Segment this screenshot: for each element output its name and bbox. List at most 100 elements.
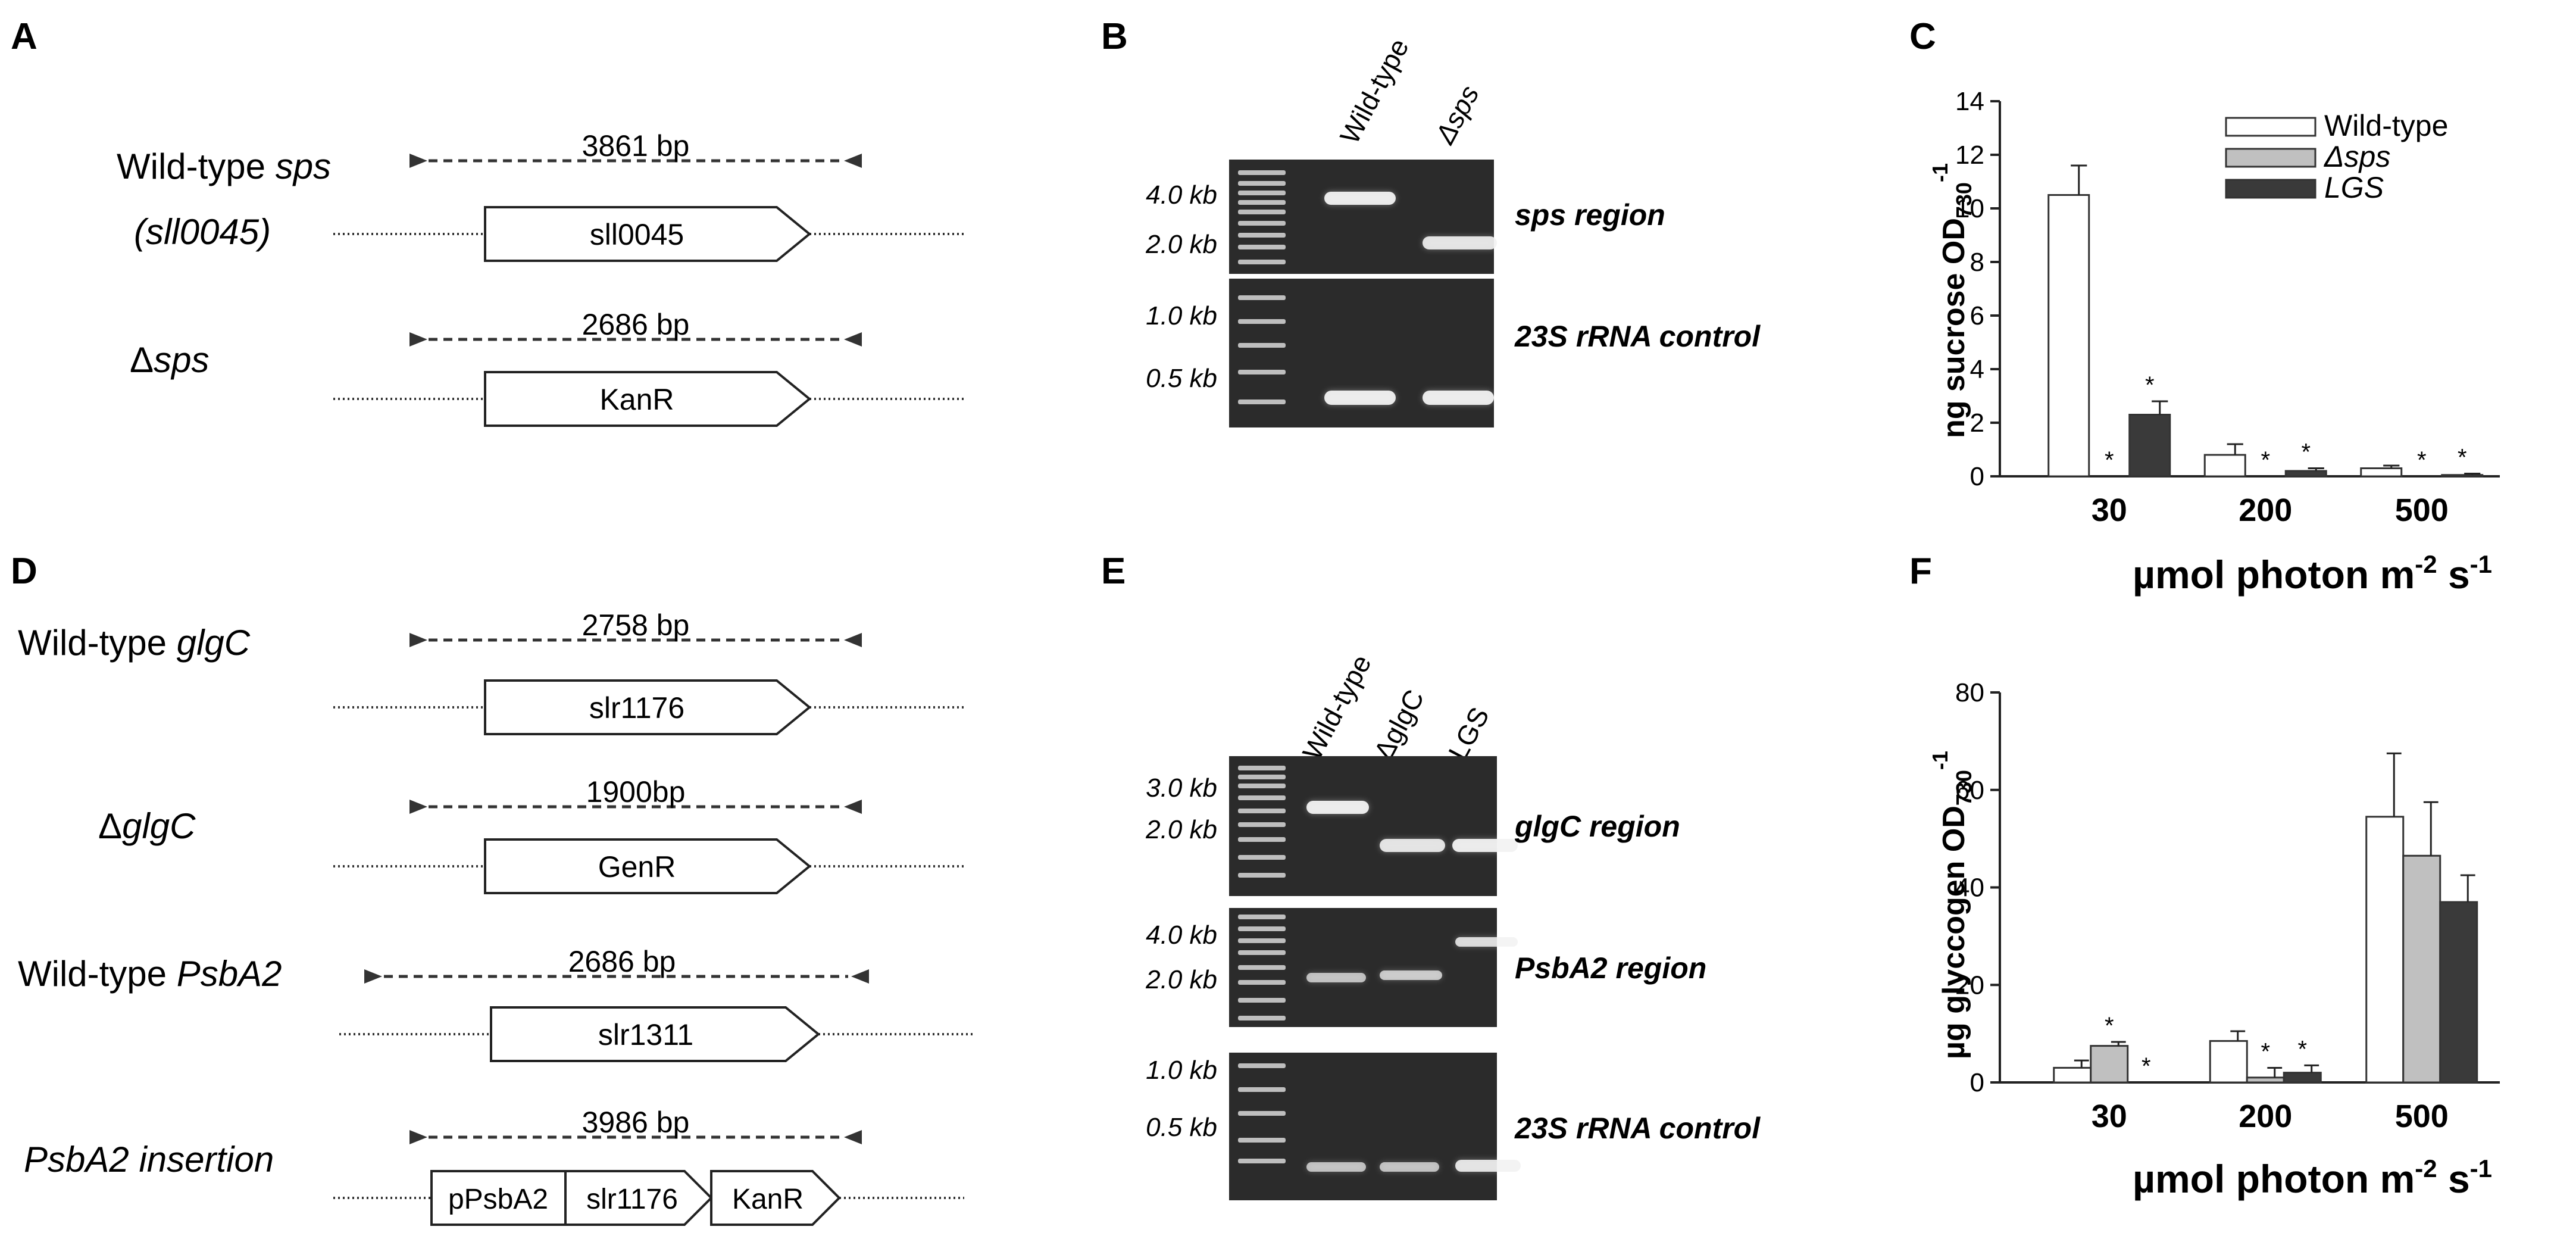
ladder-band bbox=[1238, 926, 1286, 931]
gel-caption-psba2-region: PsbA2 region bbox=[1515, 951, 1706, 985]
y-tick-label: 14 bbox=[1955, 87, 1984, 116]
legend-label: LGS bbox=[2324, 171, 2384, 204]
bar-1-1 bbox=[2246, 1076, 2285, 1084]
panel-b: B Wild-type Δsps 4.0 kb 2.0 kb 1.0 kb 0.… bbox=[1101, 16, 1761, 427]
bar-2-2 bbox=[2441, 474, 2484, 478]
bar-0-2 bbox=[2365, 816, 2405, 1084]
gene-label: KanR bbox=[732, 1184, 804, 1215]
lane-label-lgs: LGS bbox=[1442, 702, 1495, 765]
bar-2-0 bbox=[2128, 414, 2171, 478]
forward-primer-icon bbox=[409, 154, 427, 168]
lane-label-dsps: Δsps bbox=[1428, 80, 1484, 149]
y-tick-label: 6 bbox=[1970, 301, 1984, 330]
gene-arrow-slr1176 bbox=[484, 679, 812, 735]
gel-band-wild-type bbox=[1306, 801, 1369, 814]
gene-label: slr1176 bbox=[586, 1184, 678, 1215]
x-tick-label: 30 bbox=[2092, 492, 2127, 528]
panel-c: C ng sucrose OD730-1 0246810121430**200*… bbox=[1909, 16, 2500, 597]
significance-star: * bbox=[2458, 445, 2467, 471]
lane-label-dglgc: ΔglgC bbox=[1368, 685, 1430, 765]
y-tick-label: 40 bbox=[1955, 873, 1984, 903]
marker-label: 2.0 kb bbox=[1145, 230, 1217, 259]
bar-1-2 bbox=[2402, 854, 2441, 1084]
lane-label-wild-type: Wild-type bbox=[1334, 33, 1415, 149]
ladder-band bbox=[1238, 343, 1286, 348]
amplicon-size: 2686 bp bbox=[582, 308, 690, 341]
gel-image-top bbox=[1229, 160, 1497, 274]
y-tick-label: 60 bbox=[1955, 776, 1984, 805]
amplicon-size: 2686 bp bbox=[568, 945, 676, 978]
ladder-band bbox=[1238, 233, 1286, 238]
ladder-band bbox=[1238, 775, 1286, 779]
ladder-band bbox=[1238, 1063, 1286, 1068]
gel-background bbox=[1229, 160, 1494, 274]
gene-arrow-slr1176 bbox=[564, 1170, 713, 1226]
gel-caption-sps-region: sps region bbox=[1515, 198, 1665, 232]
y-tick-label: 0 bbox=[1970, 462, 1984, 491]
gene-label: slr1311 bbox=[598, 1018, 693, 1051]
bar-0-0 bbox=[2047, 194, 2090, 478]
gene-arrow-kanr bbox=[710, 1170, 841, 1226]
y-tick-label: 8 bbox=[1970, 248, 1984, 277]
gel-band-lgs bbox=[1455, 1160, 1521, 1172]
ladder-band bbox=[1238, 873, 1286, 878]
gel-bands bbox=[1238, 766, 1521, 1172]
forward-primer-icon bbox=[409, 1130, 427, 1144]
ladder-band bbox=[1238, 200, 1286, 205]
panel-letter-c: C bbox=[1909, 16, 1936, 57]
ladder-band bbox=[1238, 822, 1286, 827]
forward-primer-icon bbox=[409, 633, 427, 647]
significance-star: * bbox=[2297, 1036, 2307, 1062]
legend-label: Wild-type bbox=[2324, 109, 2448, 142]
significance-star: * bbox=[2261, 447, 2270, 473]
ladder-band bbox=[1238, 950, 1286, 955]
reverse-primer-icon bbox=[844, 332, 862, 347]
gel-background bbox=[1229, 279, 1494, 427]
panel-a: A Wild-type sps (sll0045) 3861 bp sll004… bbox=[11, 16, 964, 427]
y-tick-label: 80 bbox=[1955, 678, 1984, 707]
reverse-primer-icon bbox=[844, 800, 862, 814]
gel-caption-23s-control: 23S rRNA control bbox=[1514, 320, 1761, 353]
marker-label: 2.0 kb bbox=[1145, 815, 1217, 844]
gel-caption-23s-control: 23S rRNA control bbox=[1514, 1112, 1761, 1145]
y-tick-label: 0 bbox=[1970, 1068, 1984, 1097]
x-tick-label: 200 bbox=[2239, 492, 2292, 528]
gene-label: slr1176 bbox=[589, 691, 684, 725]
y-tick-label: 10 bbox=[1955, 194, 1984, 223]
gene-arrow-sll0045 bbox=[484, 206, 812, 262]
construct-label-dsps: Δsps bbox=[130, 340, 209, 380]
gel-band-wild-type bbox=[1324, 192, 1396, 205]
construct-label-wt-glgc: Wild-type glgC bbox=[18, 623, 251, 663]
gel-band-wild-type bbox=[1306, 973, 1366, 982]
ladder-band bbox=[1238, 938, 1286, 943]
bar-0-1 bbox=[2209, 1040, 2248, 1084]
legend-swatch bbox=[2225, 117, 2316, 137]
ladder-band bbox=[1238, 766, 1286, 770]
gel-band-lgs bbox=[1455, 937, 1518, 947]
ladder-band bbox=[1238, 319, 1286, 324]
ladder-band bbox=[1238, 809, 1286, 813]
ladder-band bbox=[1238, 1016, 1286, 1020]
gene-arrow-slr1311 bbox=[490, 1006, 821, 1062]
amplicon-size: 3861 bp bbox=[582, 129, 690, 163]
gene-label: GenR bbox=[598, 850, 676, 884]
amplicon-size: 3986 bp bbox=[582, 1106, 690, 1139]
ladder-band bbox=[1238, 855, 1286, 860]
x-axis-label: µmol photon m-2 s-1 bbox=[2133, 1154, 2492, 1201]
reverse-primer-icon bbox=[844, 633, 862, 647]
bar-1-0 bbox=[2090, 1045, 2129, 1084]
forward-primer-icon bbox=[364, 969, 382, 984]
ladder-band bbox=[1238, 245, 1286, 249]
promoter-box-ppsba2 bbox=[430, 1170, 567, 1226]
marker-label: 0.5 kb bbox=[1146, 1113, 1217, 1142]
ladder-band bbox=[1238, 400, 1286, 404]
bar-0-2 bbox=[2360, 467, 2403, 478]
marker-label: 3.0 kb bbox=[1146, 773, 1217, 803]
significance-star: * bbox=[2105, 1013, 2114, 1039]
ladder-band bbox=[1238, 191, 1286, 195]
bar-2-1 bbox=[2284, 470, 2327, 478]
ladder-band bbox=[1238, 370, 1286, 374]
significance-star: * bbox=[2301, 439, 2311, 466]
reverse-primer-icon bbox=[844, 154, 862, 168]
